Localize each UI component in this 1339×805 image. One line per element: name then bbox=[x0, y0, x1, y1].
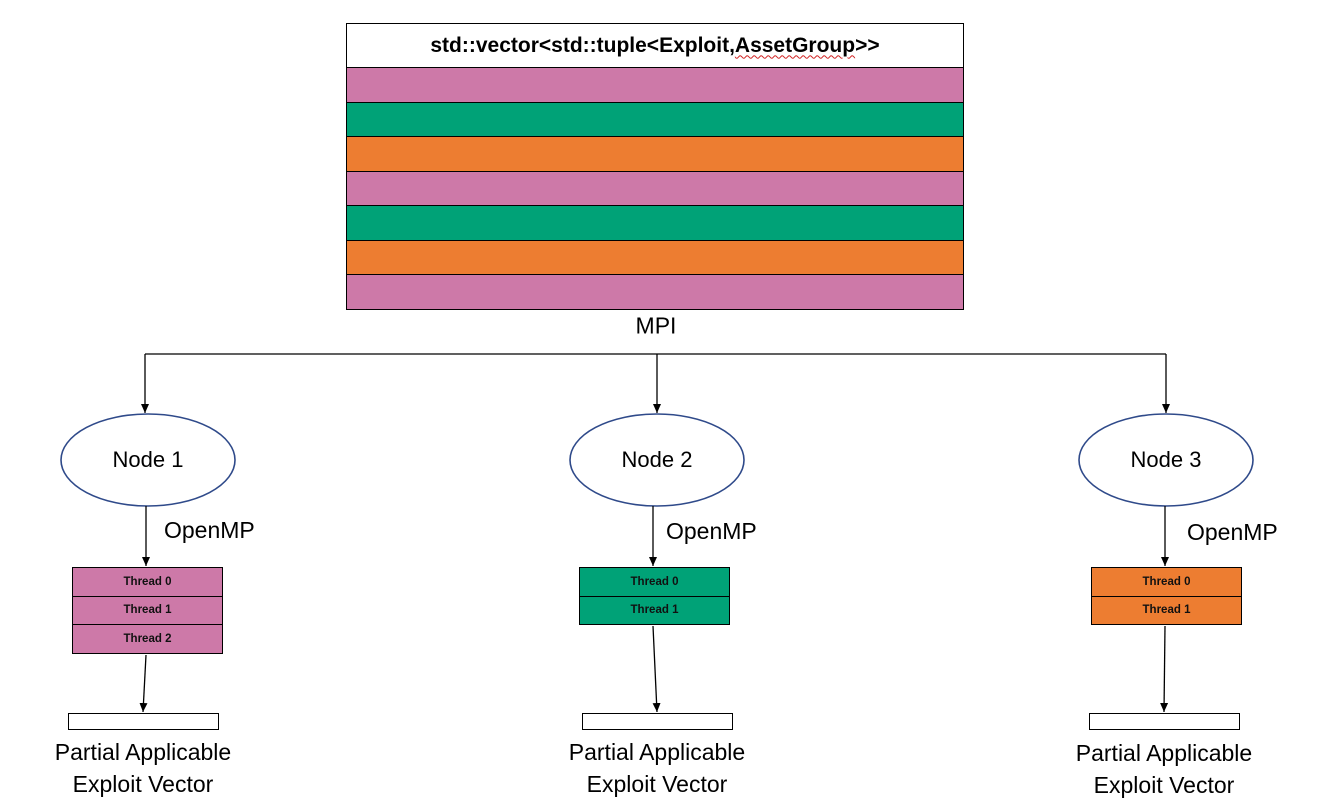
openmp-label-1: OpenMP bbox=[164, 517, 255, 543]
vector-row bbox=[347, 275, 963, 309]
partial-vector-label-line2: Exploit Vector bbox=[1093, 772, 1235, 798]
partial-vector-box-3 bbox=[1089, 713, 1240, 730]
partial-vector-label-line1: Partial Applicable bbox=[1075, 740, 1253, 766]
vector-title-marked: AssetGroup bbox=[734, 33, 856, 57]
thread-cell: Thread 0 bbox=[1092, 568, 1241, 597]
vector-row bbox=[347, 137, 963, 172]
node-ellipse-2 bbox=[569, 413, 745, 507]
result-arrow-node-3 bbox=[1160, 625, 1169, 713]
vector-title-suffix: >> bbox=[855, 33, 880, 57]
thread-cell: Thread 1 bbox=[1142, 604, 1191, 617]
partial-vector-label-line2: Exploit Vector bbox=[72, 771, 214, 797]
mpi-label: MPI bbox=[635, 312, 677, 339]
partial-vector-label-line1: Partial Applicable bbox=[568, 739, 746, 765]
thread-stack-node-3: Thread 0 Thread 1 bbox=[1091, 567, 1242, 625]
thread-cell: Thread 1 bbox=[630, 604, 679, 617]
vector-type-header: std::vector<std::tuple<Exploit, AssetGro… bbox=[347, 24, 963, 68]
vector-row bbox=[347, 240, 963, 275]
partial-vector-label-line1: Partial Applicable bbox=[54, 739, 232, 765]
openmp-label-2: OpenMP bbox=[666, 518, 757, 544]
node-ellipse-3 bbox=[1078, 413, 1254, 507]
result-arrow-node-2 bbox=[652, 625, 661, 713]
vector-row bbox=[347, 206, 963, 241]
partial-vector-label-line2: Exploit Vector bbox=[586, 771, 728, 797]
partial-vector-box-1 bbox=[68, 713, 219, 730]
vector-title-prefix: std::vector<std::tuple<Exploit, bbox=[430, 33, 735, 57]
vector-rows bbox=[347, 68, 963, 309]
openmp-label-3: OpenMP bbox=[1187, 519, 1278, 545]
node-label-1: Node 1 bbox=[112, 447, 184, 472]
thread-cell: Thread 2 bbox=[123, 632, 172, 645]
node-label-2: Node 2 bbox=[621, 447, 693, 472]
partial-vector-box-2 bbox=[582, 713, 733, 730]
node-ellipse-1 bbox=[60, 413, 236, 507]
vector-row bbox=[347, 171, 963, 206]
thread-cell: Thread 0 bbox=[73, 568, 222, 597]
node-label-3: Node 3 bbox=[1130, 447, 1202, 472]
result-arrow-node-1 bbox=[139, 654, 148, 713]
thread-cell: Thread 0 bbox=[580, 568, 729, 597]
vector-row bbox=[347, 102, 963, 137]
thread-stack-node-2: Thread 0 Thread 1 bbox=[579, 567, 730, 625]
exploit-vector-table: std::vector<std::tuple<Exploit, AssetGro… bbox=[346, 23, 964, 310]
thread-cell: Thread 1 bbox=[73, 597, 222, 625]
vector-row bbox=[347, 68, 963, 103]
